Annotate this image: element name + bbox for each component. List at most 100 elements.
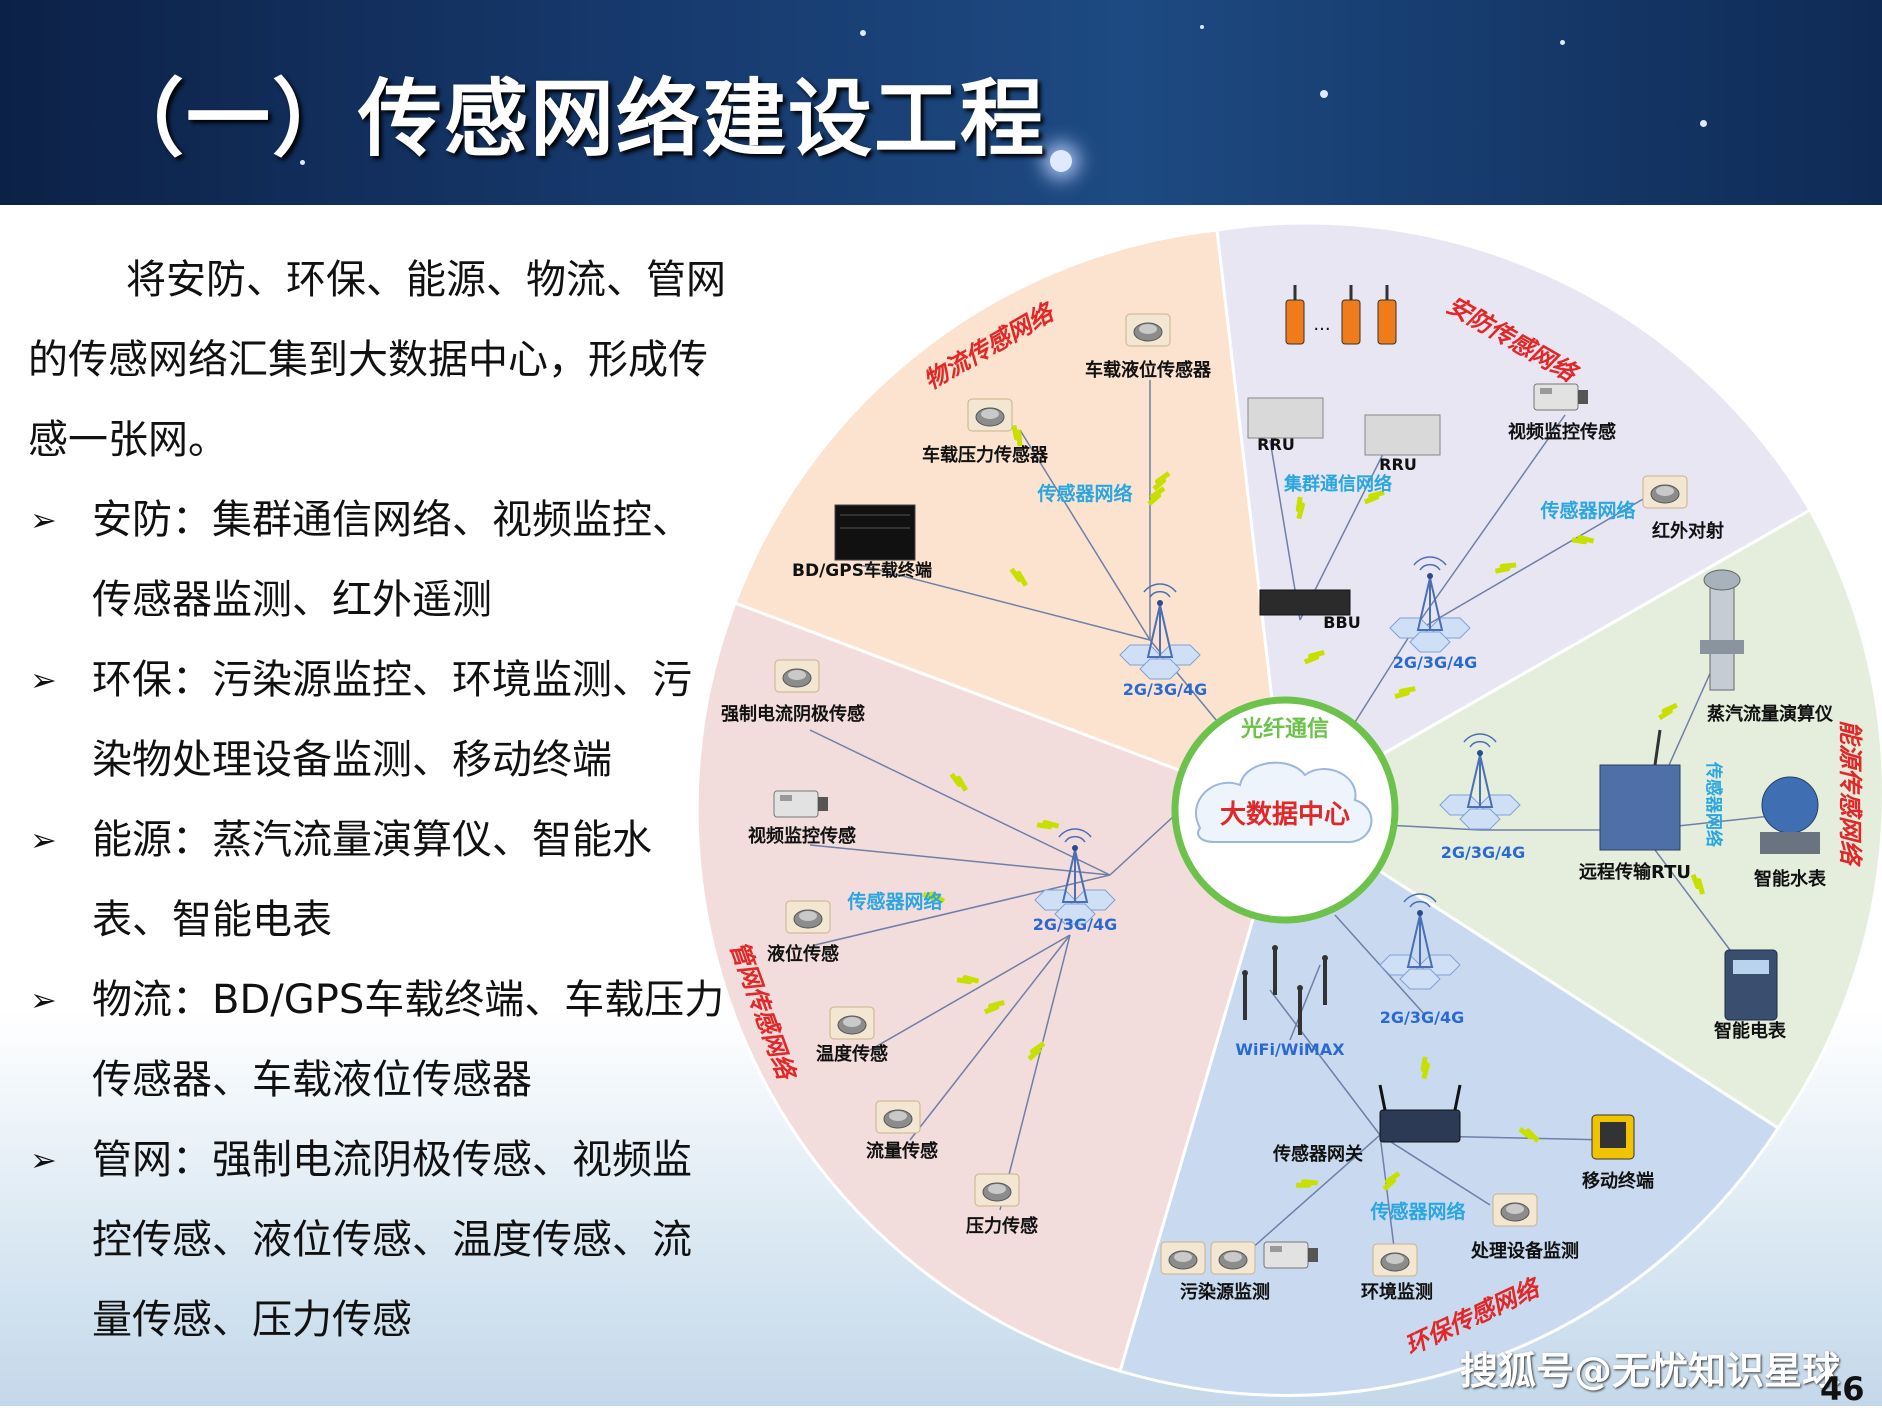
bullet-label: 环保： xyxy=(92,657,212,703)
pollution-sensor-icon xyxy=(1210,1241,1256,1275)
item-label: 蒸汽流量演算仪 xyxy=(1707,703,1834,725)
liquid-level-sensor-icon xyxy=(1125,313,1171,347)
bullet-label: 能源： xyxy=(92,817,212,863)
item-label: 强制电流阴极传感 xyxy=(721,703,865,725)
bbu-icon xyxy=(1259,589,1351,616)
pressure-sensor-icon xyxy=(974,1173,1020,1207)
sector-security xyxy=(1215,221,1813,813)
temperature-sensor-icon xyxy=(829,1006,875,1040)
item-label: 视频监控传感 xyxy=(748,825,856,847)
star-decoration xyxy=(1560,40,1565,45)
smart-water-meter-icon xyxy=(1760,776,1820,854)
gateway-router-icon xyxy=(1378,1084,1462,1143)
bullet-list: 将安防、环保、能源、物流、管网的传感网络汇集到大数据中心，形成传感一张网。 ➢ … xyxy=(28,240,728,1360)
network-label: 传感器网络 xyxy=(846,890,942,913)
rru-icon xyxy=(1247,397,1324,439)
mobile-terminal-icon xyxy=(1591,1114,1635,1160)
ellipsis-label: ... xyxy=(1313,314,1330,335)
item-label: 智能电表 xyxy=(1714,1020,1787,1042)
bullet-label: 物流： xyxy=(92,977,212,1023)
bullet-item: ➢ 物流：BD/GPS车载终端、车载压力传感器、车载液位传感器 xyxy=(28,960,728,1120)
item-label: 视频监控传感 xyxy=(1508,421,1616,443)
bullet-arrow-icon: ➢ xyxy=(30,501,57,539)
item-label: 流量传感 xyxy=(866,1140,938,1162)
star-decoration xyxy=(1050,150,1072,172)
base-station-label: 2G/3G/4G xyxy=(1123,680,1207,699)
star-decoration xyxy=(1320,90,1328,98)
cluster-network-label: 集群通信网络 xyxy=(1283,473,1392,495)
title-banner: （一）传感网络建设工程 xyxy=(0,0,1882,205)
bullet-item: ➢ 能源：蒸汽流量演算仪、智能水表、智能电表 xyxy=(28,800,728,960)
rtu-label: 远程传输RTU xyxy=(1579,861,1691,883)
item-label: 车载压力传感器 xyxy=(922,444,1049,466)
sector-pipeline xyxy=(695,601,1287,1373)
bullet-text: 蒸汽流量演算仪、智能水表、智能电表 xyxy=(92,817,652,943)
infrared-sensor-icon xyxy=(1642,475,1688,509)
page-title: （一）传感网络建设工程 xyxy=(100,70,1047,168)
bullet-text: 污染源监控、环境监测、污染物处理设备监测、移动终端 xyxy=(92,657,692,783)
bullet-item: ➢ 环保：污染源监控、环境监测、污染物处理设备监测、移动终端 xyxy=(28,640,728,800)
smart-electric-meter-icon xyxy=(1724,949,1778,1021)
base-station-label: 2G/3G/4G xyxy=(1033,915,1117,934)
network-label: 传感器网络 xyxy=(1369,1200,1465,1223)
wifi-antenna-icon xyxy=(1242,945,1328,1035)
bbu-label: BBU xyxy=(1323,613,1360,632)
flow-sensor-icon xyxy=(875,1100,921,1134)
item-label: BD/GPS车载终端 xyxy=(792,560,932,581)
item-label: 温度传感 xyxy=(816,1043,888,1065)
item-label: 智能水表 xyxy=(1754,868,1827,890)
bullet-arrow-icon: ➢ xyxy=(30,1141,57,1179)
star-decoration xyxy=(1700,120,1707,127)
page-number: 46 xyxy=(1820,1370,1865,1408)
item-label: 压力传感 xyxy=(966,1215,1038,1237)
base-station-label: 2G/3G/4G xyxy=(1380,1008,1464,1027)
item-label: 车载液位传感器 xyxy=(1085,359,1212,381)
star-decoration xyxy=(860,30,866,36)
bullet-text: BD/GPS车载终端、车载压力传感器、车载液位传感器 xyxy=(92,977,725,1103)
rru-icon xyxy=(1364,414,1441,456)
star-decoration xyxy=(300,160,305,165)
radio-handset-icon xyxy=(1285,285,1397,345)
bullet-arrow-icon: ➢ xyxy=(30,661,57,699)
gateway-label: 传感器网关 xyxy=(1272,1143,1363,1165)
item-label: 红外对射 xyxy=(1652,520,1724,542)
base-station-label: 2G/3G/4G xyxy=(1441,843,1525,862)
pipeline-group: 强制电流阴极传感 视频监控传感 2G/3G/4G 传感器网络 液位传感 温度传感… xyxy=(721,659,1117,1237)
rtu-icon xyxy=(1599,764,1681,851)
pressure-sensor-icon xyxy=(967,398,1013,432)
data-center-label: 大数据中心 xyxy=(1220,800,1350,830)
base-station-label: 2G/3G/4G xyxy=(1393,653,1477,672)
energy-group: 蒸汽流量演算仪 2G/3G/4G 远程传输RTU 传感器网络 智能水表 智能电表 xyxy=(1439,569,1834,1042)
item-label: 环境监测 xyxy=(1361,1281,1433,1303)
connection-lines xyxy=(809,380,1781,1256)
logistics-group: 车载液位传感器 车载压力传感器 BD/GPS车载终端 传感器网络 2G/3G/4… xyxy=(792,313,1212,699)
watermark: 搜狐号@无忧知识星球 xyxy=(1460,1349,1841,1393)
item-label: 液位传感 xyxy=(767,943,839,965)
star-decoration xyxy=(1200,25,1204,29)
intro-paragraph: 将安防、环保、能源、物流、管网的传感网络汇集到大数据中心，形成传感一张网。 xyxy=(28,257,726,463)
environment-group: WiFi/WiMAX 2G/3G/4G 传感器网关 移动终端 传感器网络 处理设… xyxy=(1160,893,1654,1303)
bullet-text: 集群通信网络、视频监控、传感器监测、红外遥测 xyxy=(92,497,692,623)
bullet-arrow-icon: ➢ xyxy=(30,981,57,1019)
item-label: 处理设备监测 xyxy=(1470,1240,1579,1262)
bullet-text: 强制电流阴极传感、视频监控传感、液位传感、温度传感、流量传感、压力传感 xyxy=(92,1137,692,1343)
bullet-label: 安防： xyxy=(92,497,212,543)
network-label: 传感器网络 xyxy=(1036,482,1132,505)
treatment-sensor-icon xyxy=(1492,1193,1538,1227)
data-center-hub: 光纤通信 大数据中心 xyxy=(1171,696,1399,924)
bullet-label: 管网： xyxy=(92,1137,212,1183)
fiber-label: 光纤通信 xyxy=(1240,716,1329,742)
pollution-sensor-icon xyxy=(1160,1241,1206,1275)
item-label: 移动终端 xyxy=(1582,1170,1654,1192)
security-group: ... RRU RRU 集群通信网络 BBU 2G/3G/4G 传感器网络 视频… xyxy=(1247,285,1724,672)
rru-label: RRU xyxy=(1379,455,1417,474)
environment-sensor-icon xyxy=(1372,1243,1418,1277)
steam-flow-meter-icon xyxy=(1700,569,1744,691)
sector-title-energy: 能源传感网络 xyxy=(1836,720,1864,868)
bullet-item: ➢ 安防：集群通信网络、视频监控、传感器监测、红外遥测 xyxy=(28,480,728,640)
cathodic-sensor-icon xyxy=(774,659,820,693)
network-label: 传感器网络 xyxy=(1703,761,1724,847)
item-label: 污染源监测 xyxy=(1180,1281,1270,1303)
bd-gps-terminal-icon xyxy=(834,504,916,561)
